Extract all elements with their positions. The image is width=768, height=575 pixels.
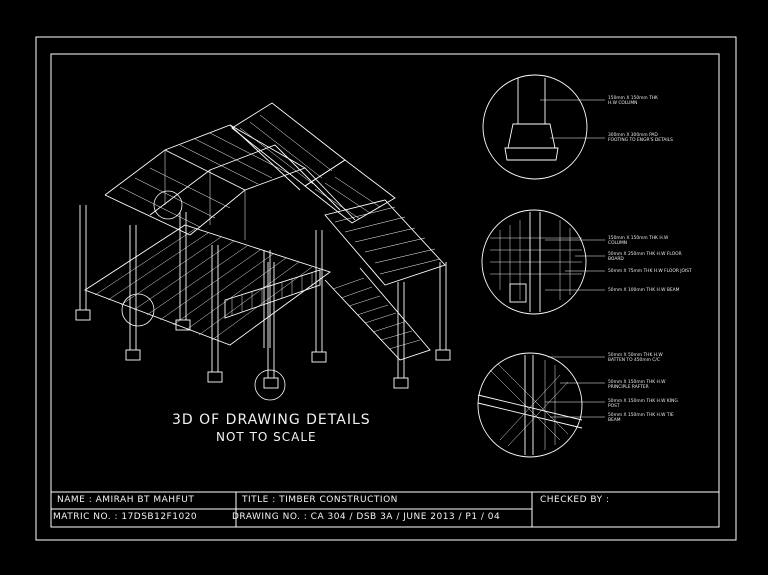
student-name: NAME : AMIRAH BT MAHFUT [57, 495, 195, 505]
outer-border [35, 36, 737, 541]
matric-number: MATRIC NO. : 17DSB12F1020 [53, 512, 198, 522]
title-block-lines [51, 491, 719, 527]
detail-note: 50mm X 75mm THK H.W FLOOR JOIST [608, 269, 692, 274]
detail-circle-floor [481, 209, 605, 315]
drawing-scale-note: NOT TO SCALE [216, 430, 317, 444]
drawing-number: DRAWING NO. : CA 304 / DSB 3A / JUNE 201… [232, 512, 501, 522]
drawing-title-field: TITLE : TIMBER CONSTRUCTION [242, 495, 398, 505]
drawing-title: 3D OF DRAWING DETAILS [172, 412, 371, 428]
detail-note: 50mm X 100mm THK H.W BEAM [608, 288, 680, 293]
inner-border [50, 53, 720, 528]
checked-by: CHECKED BY : [540, 495, 610, 505]
detail-circle-footing [482, 74, 605, 180]
isometric-structure [75, 102, 451, 401]
detail-circle-roof [477, 352, 605, 458]
